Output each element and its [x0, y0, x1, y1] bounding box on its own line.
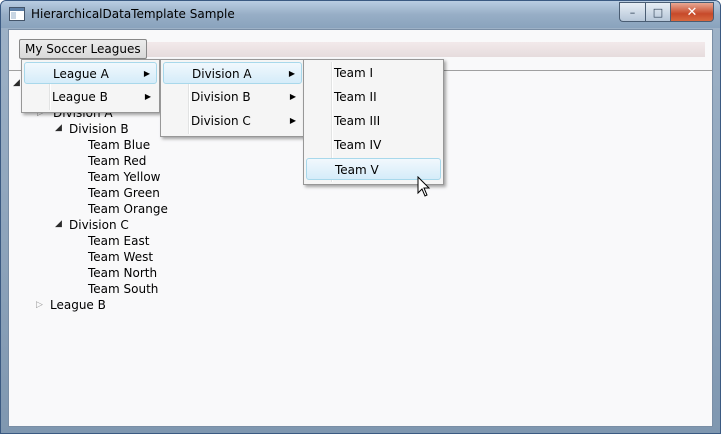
divisions-submenu: Division A ▶ Division B ▶ Division C ▶ [160, 59, 305, 137]
tree-item-team[interactable]: Team Green [88, 186, 160, 200]
menu-item-league-b[interactable]: League B ▶ [24, 86, 157, 108]
maximize-button[interactable]: □ [645, 2, 670, 22]
menu-item-league-a[interactable]: League A ▶ [24, 62, 157, 84]
leagues-submenu: League A ▶ League B ▶ [21, 59, 160, 113]
mouse-cursor-icon [417, 176, 431, 197]
submenu-arrow-icon: ▶ [143, 69, 150, 78]
menu-item-label: Team IV [334, 138, 382, 152]
menu-item-label: Team I [334, 66, 374, 80]
teams-submenu: Team I Team II Team III Team IV Team V [303, 59, 444, 185]
tree-item-team[interactable]: Team Red [88, 154, 147, 168]
tree-item-team[interactable]: Team Yellow [88, 170, 161, 184]
menu-item-division-a[interactable]: Division A ▶ [163, 62, 302, 84]
menu-item-label: Team III [334, 114, 381, 128]
menu-bar: My Soccer Leagues [19, 39, 705, 59]
expanded-triangle-icon: ◢ [13, 78, 20, 88]
minimize-icon: – [629, 5, 636, 19]
menu-gutter [188, 62, 190, 134]
tree-item-team[interactable]: Team Orange [88, 202, 168, 216]
tree-item-team[interactable]: Team Blue [88, 138, 151, 152]
menu-item-team-iii[interactable]: Team III [306, 110, 441, 132]
menu-item-label: League A [53, 67, 109, 81]
menu-gutter [49, 62, 51, 110]
menu-item-team-ii[interactable]: Team II [306, 86, 441, 108]
menu-item-label: Division B [191, 90, 251, 104]
window-title: HierarchicalDataTemplate Sample [31, 7, 235, 21]
tree-item-league-b[interactable]: ▷ League B [36, 297, 106, 313]
minimize-button[interactable]: – [619, 2, 645, 22]
maximize-icon: □ [652, 5, 664, 19]
tree-item-label: Division C [69, 218, 129, 232]
app-icon [9, 7, 25, 21]
close-button[interactable]: ✕ [670, 2, 714, 22]
menu-item-label: Division C [191, 114, 251, 128]
tree-item-division-c[interactable]: ◢ Division C [55, 217, 129, 233]
tree-item-team[interactable]: Team South [88, 282, 159, 296]
close-icon: ✕ [686, 4, 698, 20]
menu-item-label: Team V [335, 163, 379, 177]
menu-gutter [331, 62, 333, 182]
menu-item-division-c[interactable]: Division C ▶ [163, 110, 302, 132]
tree-item-division-b[interactable]: ◢ Division B [55, 121, 129, 137]
menu-item-team-i[interactable]: Team I [306, 62, 441, 84]
menu-item-label: Team II [334, 90, 377, 104]
expanded-triangle-icon: ◢ [55, 123, 62, 133]
submenu-arrow-icon: ▶ [289, 92, 296, 101]
menu-item-label: Division A [192, 67, 252, 81]
title-bar[interactable]: HierarchicalDataTemplate Sample – □ ✕ [1, 1, 720, 28]
collapsed-triangle-icon: ▷ [36, 300, 43, 310]
menu-item-division-b[interactable]: Division B ▶ [163, 86, 302, 108]
menu-my-soccer-leagues[interactable]: My Soccer Leagues [19, 39, 147, 59]
tree-item-label: Division B [69, 122, 129, 136]
tree-item-team[interactable]: Team North [88, 266, 158, 280]
menu-item-team-iv[interactable]: Team IV [306, 134, 441, 156]
menu-item-team-v[interactable]: Team V [306, 158, 441, 180]
submenu-arrow-icon: ▶ [289, 116, 296, 125]
tree-item-team[interactable]: Team West [88, 250, 154, 264]
tree-item-team[interactable]: Team East [88, 234, 150, 248]
collapsed-triangle-icon: ▷ [37, 108, 44, 118]
submenu-arrow-icon: ▶ [144, 92, 151, 101]
tree-item-label: League B [50, 298, 106, 312]
submenu-arrow-icon: ▶ [288, 69, 295, 78]
menu-item-label: League B [52, 90, 108, 104]
expanded-triangle-icon: ◢ [55, 219, 62, 229]
